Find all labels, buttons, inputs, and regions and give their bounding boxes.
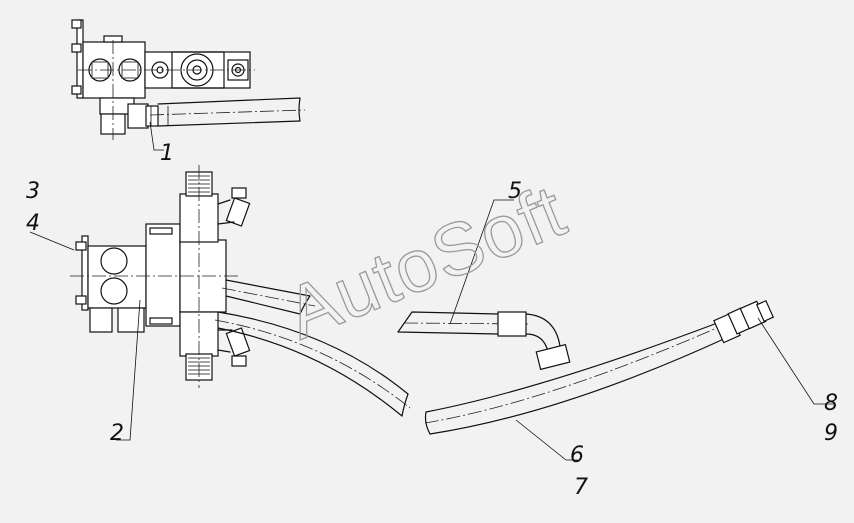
callout-2: 2 (110, 421, 124, 446)
callout-8: 8 (824, 391, 838, 416)
callout-7: 7 (574, 475, 588, 500)
callout-3: 3 (26, 179, 40, 204)
callout-5: 5 (508, 179, 522, 204)
leader-lines (29, 121, 834, 461)
top-valve-assembly (71, 19, 306, 140)
callout-labels: 1 2 3 4 5 6 7 8 9 (26, 141, 838, 500)
watermark-logo: AutoSoft (275, 169, 577, 355)
callout-9: 9 (824, 421, 838, 446)
callout-1: 1 (160, 141, 174, 166)
hose-6 (424, 299, 775, 435)
main-valve-assembly (70, 165, 411, 417)
callout-6: 6 (570, 443, 584, 468)
callout-4: 4 (26, 211, 40, 236)
hose-5 (397, 311, 571, 371)
